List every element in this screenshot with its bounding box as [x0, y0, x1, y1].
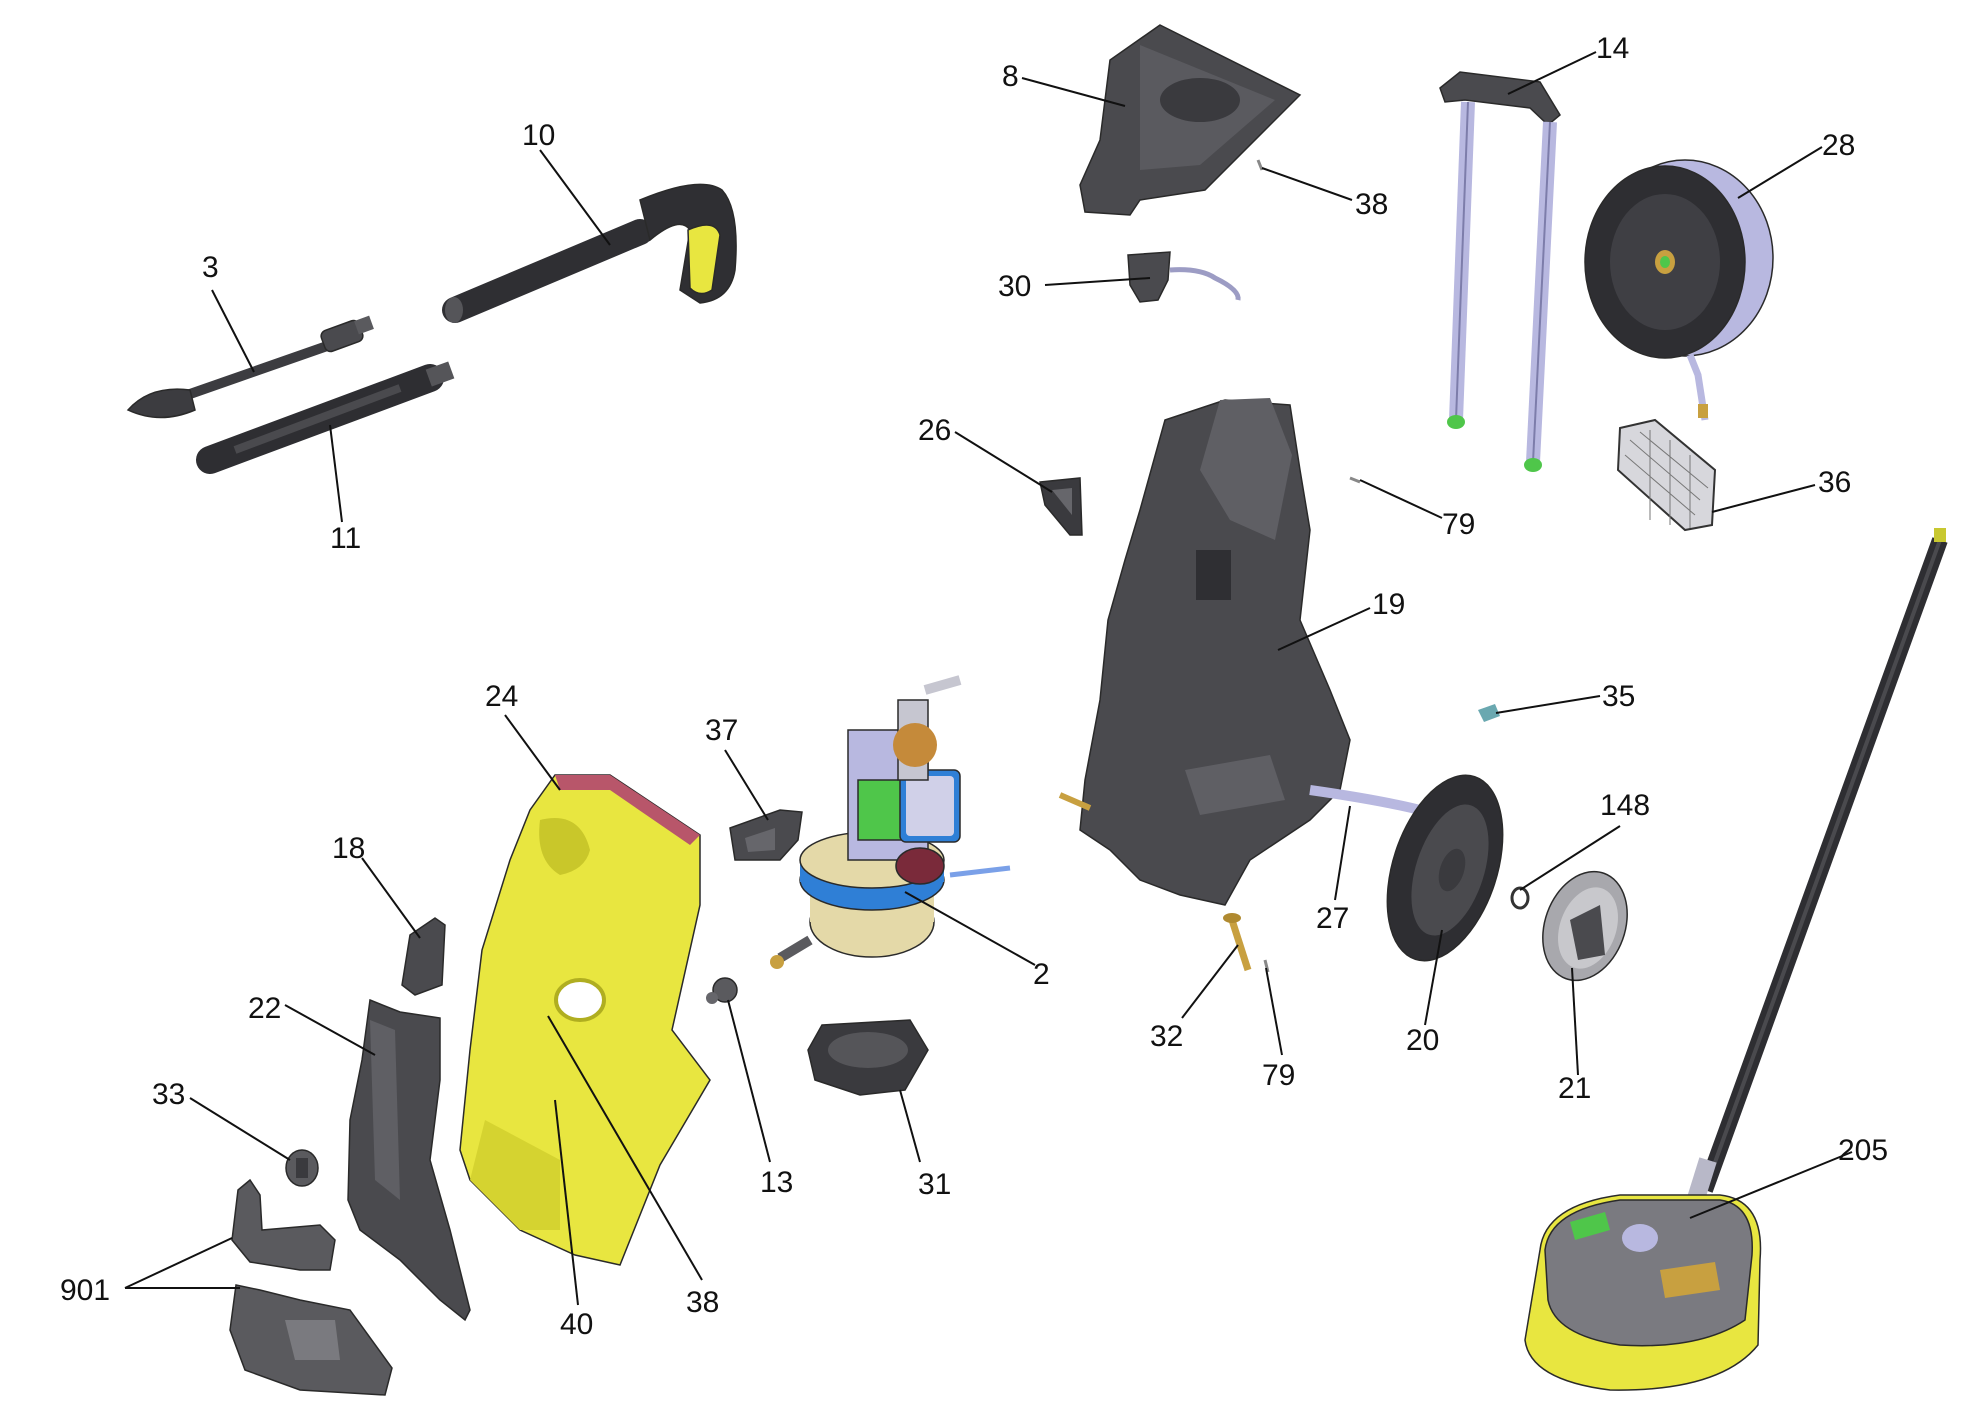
hose-connector-part	[1127, 251, 1241, 303]
surface-cleaner-part	[1524, 528, 1948, 1391]
pin-part-79-bottom	[1263, 959, 1270, 973]
front-housing-yellow-part	[459, 774, 711, 1266]
callout-19: 19	[1372, 588, 1405, 621]
callout-labels: 3 10 11 8 38 30 14 28 36 26 79 19 35 24 …	[60, 32, 1888, 1341]
motor-base-part	[807, 1019, 929, 1096]
callout-38: 38	[686, 1286, 719, 1319]
callout-36: 36	[1818, 466, 1851, 499]
side-cover-small-part	[401, 917, 446, 996]
callout-901: 901	[60, 1274, 110, 1307]
spray-lance-part	[126, 315, 374, 419]
callout-21: 21	[1558, 1072, 1591, 1105]
leader-lines	[124, 51, 1853, 1306]
callout-30: 30	[998, 270, 1031, 303]
small-clip-part	[1478, 704, 1500, 722]
hose-reel-part	[1584, 159, 1774, 421]
wheel-part	[1386, 774, 1504, 962]
callout-20: 20	[1406, 1024, 1439, 1057]
callout-24: 24	[485, 680, 518, 713]
callout-32: 32	[1150, 1020, 1183, 1053]
push-handle-part	[1439, 71, 1561, 472]
screw-part	[1223, 913, 1252, 972]
bracket-part-37	[729, 809, 803, 861]
cable-hook-part	[1039, 477, 1083, 536]
callout-27: 27	[1316, 902, 1349, 935]
callout-18: 18	[332, 832, 365, 865]
hub-cap-part	[1542, 870, 1628, 982]
callout-35: 35	[1602, 680, 1635, 713]
callout-11: 11	[330, 522, 361, 555]
callout-28: 28	[1822, 129, 1855, 162]
pin-part-38-top	[1256, 159, 1264, 171]
filter-mesh-part	[1616, 418, 1717, 532]
pin-part-79-top	[1349, 476, 1361, 484]
callout-79: 79	[1442, 508, 1475, 541]
front-cover-part-901	[229, 1178, 393, 1396]
callout-14: 14	[1596, 32, 1629, 65]
dirt-blaster-lance-part	[196, 361, 455, 474]
callout-26: 26	[918, 414, 951, 447]
callout-33: 33	[152, 1078, 185, 1111]
retaining-ring-part	[1510, 886, 1530, 910]
pump-motor-part	[770, 675, 1011, 969]
callout-13: 13	[760, 1166, 793, 1199]
callout-3: 3	[202, 251, 219, 284]
callout-31: 31	[918, 1168, 951, 1201]
callout-40: 40	[560, 1308, 593, 1341]
callout-38: 38	[1355, 188, 1388, 221]
callout-37: 37	[705, 714, 738, 747]
callout-2: 2	[1033, 958, 1050, 991]
accessory-holder-part	[1079, 24, 1302, 216]
fitting-part-13	[706, 977, 738, 1004]
callout-8: 8	[1002, 60, 1019, 93]
callout-205: 205	[1838, 1134, 1888, 1167]
side-panel-part	[347, 998, 471, 1322]
trigger-gun-part	[442, 183, 737, 323]
callout-79: 79	[1262, 1059, 1295, 1092]
main-housing-part	[1058, 398, 1422, 906]
callout-22: 22	[248, 992, 281, 1025]
callout-148: 148	[1600, 789, 1650, 822]
knob-part	[285, 1149, 319, 1187]
callout-10: 10	[522, 119, 555, 152]
